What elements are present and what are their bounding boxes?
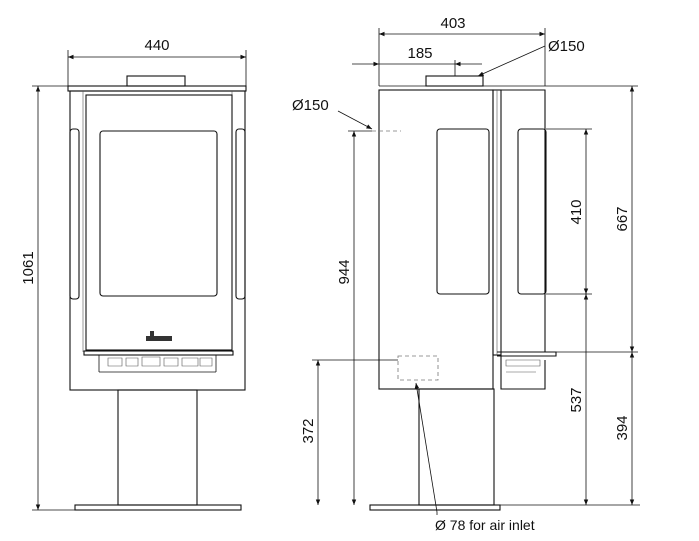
dim-base-height-front: 537 bbox=[500, 294, 640, 506]
front-base-plate bbox=[74, 504, 242, 511]
front-logo bbox=[146, 331, 172, 341]
dim-side-depth: 403 bbox=[378, 15, 546, 86]
front-right-side-panel bbox=[235, 128, 246, 300]
side-base-plate bbox=[369, 504, 501, 511]
front-door-frame bbox=[85, 94, 233, 351]
dim-base-height-rear: 394 bbox=[614, 352, 635, 505]
dim-flue-offset: 185 bbox=[352, 45, 482, 76]
front-top-plate bbox=[67, 85, 247, 92]
dim-front-width-label: 440 bbox=[144, 37, 169, 54]
front-stove-body bbox=[69, 90, 246, 391]
side-air-inlet bbox=[397, 355, 439, 381]
dim-upper-height-label: 667 bbox=[614, 206, 631, 231]
dim-base-height-front-label: 537 bbox=[568, 387, 585, 412]
dim-door-glass-height-label: 410 bbox=[568, 199, 585, 224]
dim-air-inlet-height: 372 bbox=[300, 359, 398, 505]
side-stove-body bbox=[378, 89, 494, 390]
front-ash-tray bbox=[83, 350, 234, 356]
dim-rear-flue-diameter-label: Ø150 bbox=[292, 97, 329, 114]
dim-top-flue-diameter-label: Ø150 bbox=[548, 38, 585, 55]
side-lower-section bbox=[497, 351, 557, 390]
dim-total-height: 1061 bbox=[20, 85, 75, 511]
air-inlet-note-label: Ø 78 for air inlet bbox=[435, 517, 535, 533]
dim-top-flue-diameter: Ø150 bbox=[477, 38, 585, 77]
front-pedestal bbox=[117, 389, 198, 506]
dim-door-glass-height: 410 bbox=[546, 128, 592, 295]
front-view bbox=[67, 75, 247, 511]
dim-rear-flue-height-label: 944 bbox=[336, 259, 353, 284]
side-view bbox=[369, 75, 557, 511]
dim-air-inlet-height-label: 372 bbox=[300, 418, 317, 443]
dim-side-depth-label: 403 bbox=[440, 15, 465, 32]
dim-front-width: 440 bbox=[67, 37, 247, 86]
dim-total-height-label: 1061 bbox=[20, 251, 37, 284]
front-left-side-panel bbox=[69, 128, 80, 300]
dim-rear-flue-height: 944 bbox=[336, 130, 372, 505]
front-grate bbox=[98, 355, 217, 373]
front-flue-collar bbox=[126, 75, 186, 87]
side-panel-glass bbox=[517, 128, 547, 295]
dim-base-height-rear-label: 394 bbox=[614, 415, 631, 440]
side-pedestal bbox=[418, 388, 495, 506]
front-door-glass bbox=[99, 130, 218, 297]
side-flue-collar bbox=[425, 75, 484, 87]
dim-flue-offset-label: 185 bbox=[407, 45, 432, 62]
side-body-glass bbox=[436, 128, 490, 295]
dim-upper-height: 667 bbox=[545, 85, 638, 353]
dim-rear-flue-diameter: Ø150 bbox=[292, 97, 373, 130]
air-inlet-note: Ø 78 for air inlet bbox=[414, 382, 535, 533]
